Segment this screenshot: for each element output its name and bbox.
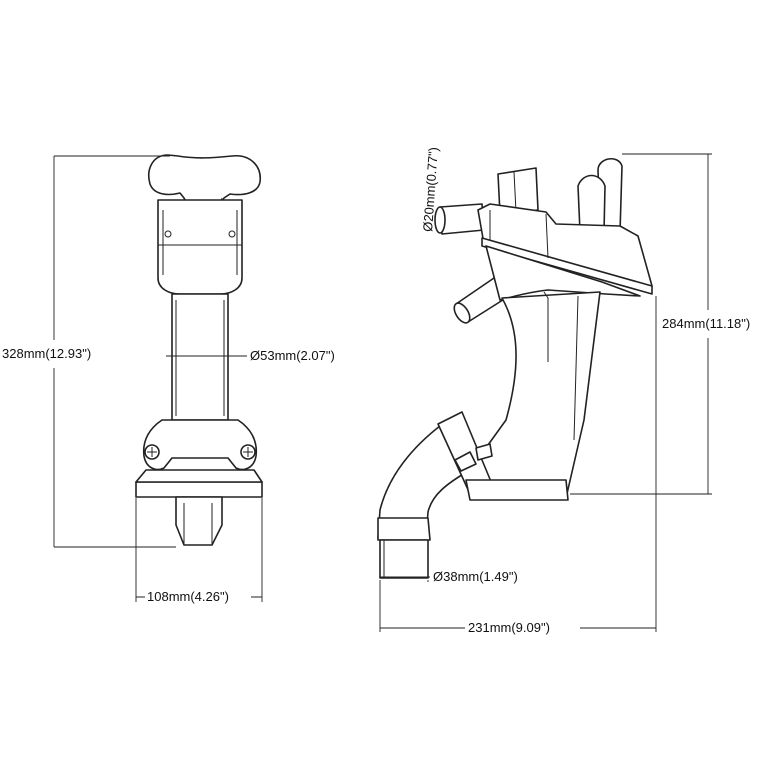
base-flange bbox=[135, 481, 263, 498]
dim-body-diameter: Ø53mm(2.07") bbox=[250, 348, 335, 363]
bottom-spout bbox=[175, 496, 223, 546]
dim-outlet-diameter: Ø38mm(1.49") bbox=[433, 569, 518, 584]
front-dimensions: 328mm(12.93") Ø53mm(2.07") 108mm(4.26") bbox=[2, 155, 335, 604]
front-view bbox=[135, 154, 263, 546]
inlet-spout bbox=[439, 203, 485, 235]
dim-total-width: 231mm(9.09") bbox=[468, 620, 550, 635]
dim-base-width: 108mm(4.26") bbox=[147, 589, 229, 604]
cylinder-body bbox=[171, 293, 229, 421]
dim-total-height: 328mm(12.93") bbox=[2, 346, 91, 361]
mounting-bracket bbox=[142, 419, 258, 471]
side-view bbox=[377, 158, 653, 579]
pump-head bbox=[157, 199, 243, 295]
leg-body bbox=[469, 291, 601, 499]
dim-side-height: 284mm(11.18") bbox=[662, 316, 750, 331]
t-handle bbox=[148, 154, 261, 209]
dim-spout-diameter: Ø20mm(0.77") bbox=[420, 147, 441, 233]
side-dimensions: Ø20mm(0.77") 284mm(11.18") Ø38mm(1.49") … bbox=[379, 147, 750, 635]
